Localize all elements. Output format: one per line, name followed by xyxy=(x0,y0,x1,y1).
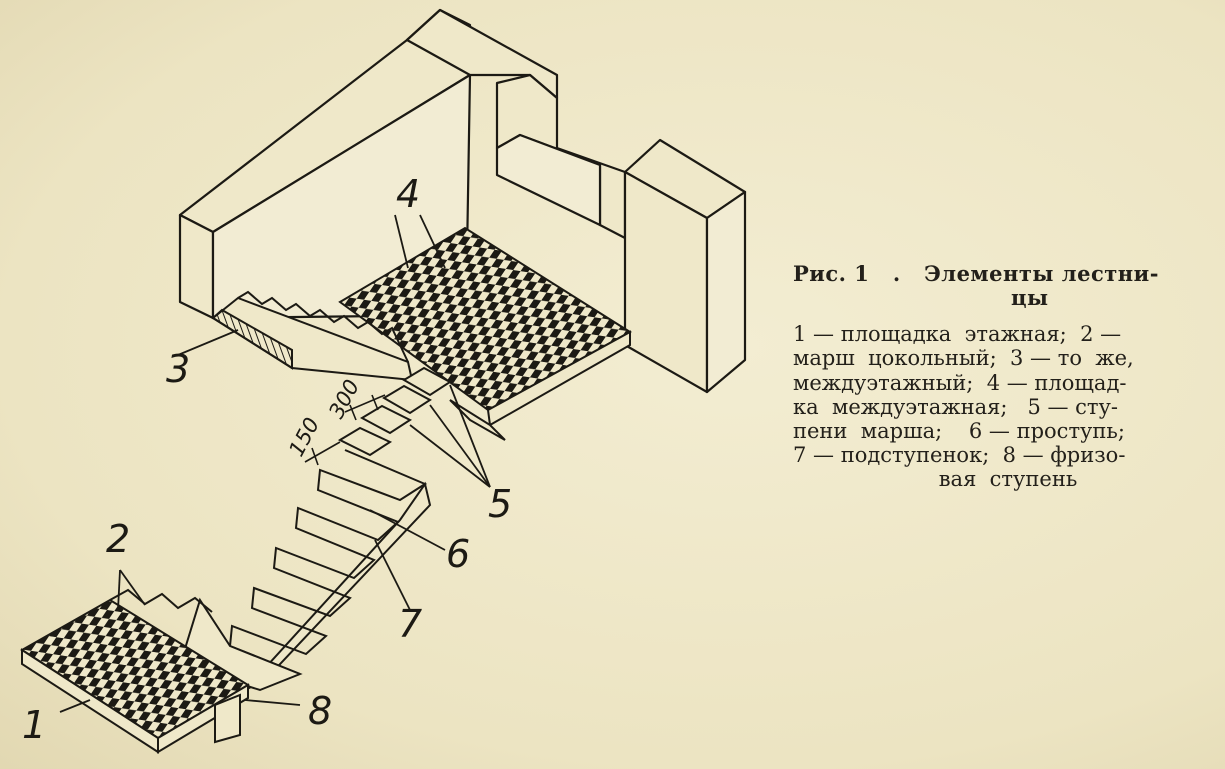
caption-title-line-1: Рис. 1 . Элементы лестни- xyxy=(793,261,1159,286)
lower-flight xyxy=(178,449,432,692)
caption-body: 1 — площадка этажная; 2 — марш цокольный… xyxy=(793,322,1223,491)
caption-line-1: 1 — площадка этажная; 2 — xyxy=(793,322,1122,347)
caption-line-7: вая ступень xyxy=(938,467,1078,492)
caption-line-2: марш цокольный; 3 — то же, xyxy=(793,346,1134,371)
ground-landing xyxy=(20,588,250,754)
upper-flight-hatch xyxy=(211,308,293,370)
step-c xyxy=(359,404,413,435)
caption-title: Рис. 1 . Элементы лестни- цы xyxy=(793,261,1223,311)
step-b xyxy=(382,384,432,415)
upper-landing-edge xyxy=(486,330,631,427)
callout-5: 5 xyxy=(488,482,513,526)
upper-flight-steps xyxy=(237,290,409,363)
dimension-lines xyxy=(304,394,386,466)
callout-2: 2 xyxy=(106,517,131,561)
frieze-step xyxy=(214,693,241,744)
caption-line-3: междуэтажный; 4 — площад- xyxy=(793,370,1127,395)
callout-7: 7 xyxy=(398,602,423,646)
step-d xyxy=(337,426,393,457)
lower-flight-steps xyxy=(228,449,428,675)
lower-flight-stringer xyxy=(244,481,432,691)
middle-steps xyxy=(337,366,452,457)
upper-landing-beam xyxy=(449,399,506,441)
ground-flight-steps xyxy=(109,588,213,613)
caption-title-line-2: цы xyxy=(1011,285,1049,311)
upper-flight xyxy=(211,290,414,382)
callout-1: 1 xyxy=(22,703,47,747)
leader-lines xyxy=(59,214,491,713)
upper-landing xyxy=(338,226,632,441)
callout-3: 3 xyxy=(166,347,191,391)
caption-line-4: ка междуэтажная; 5 — сту- xyxy=(793,394,1118,419)
walls xyxy=(178,8,747,394)
back-wall-face xyxy=(495,133,602,227)
right-block-side xyxy=(705,190,747,394)
left-wall-front xyxy=(178,213,215,320)
step-a xyxy=(402,366,452,397)
caption-line-6: 7 — подступенок; 8 — фризо- xyxy=(793,442,1126,467)
figure-caption: Рис. 1 . Элементы лестни- цы 1 — площадк… xyxy=(793,261,1223,491)
callout-8: 8 xyxy=(308,689,333,733)
callout-6: 6 xyxy=(446,532,471,576)
callout-4: 4 xyxy=(396,172,421,216)
caption-line-5: пени марша; 6 — проступь; xyxy=(793,418,1125,443)
